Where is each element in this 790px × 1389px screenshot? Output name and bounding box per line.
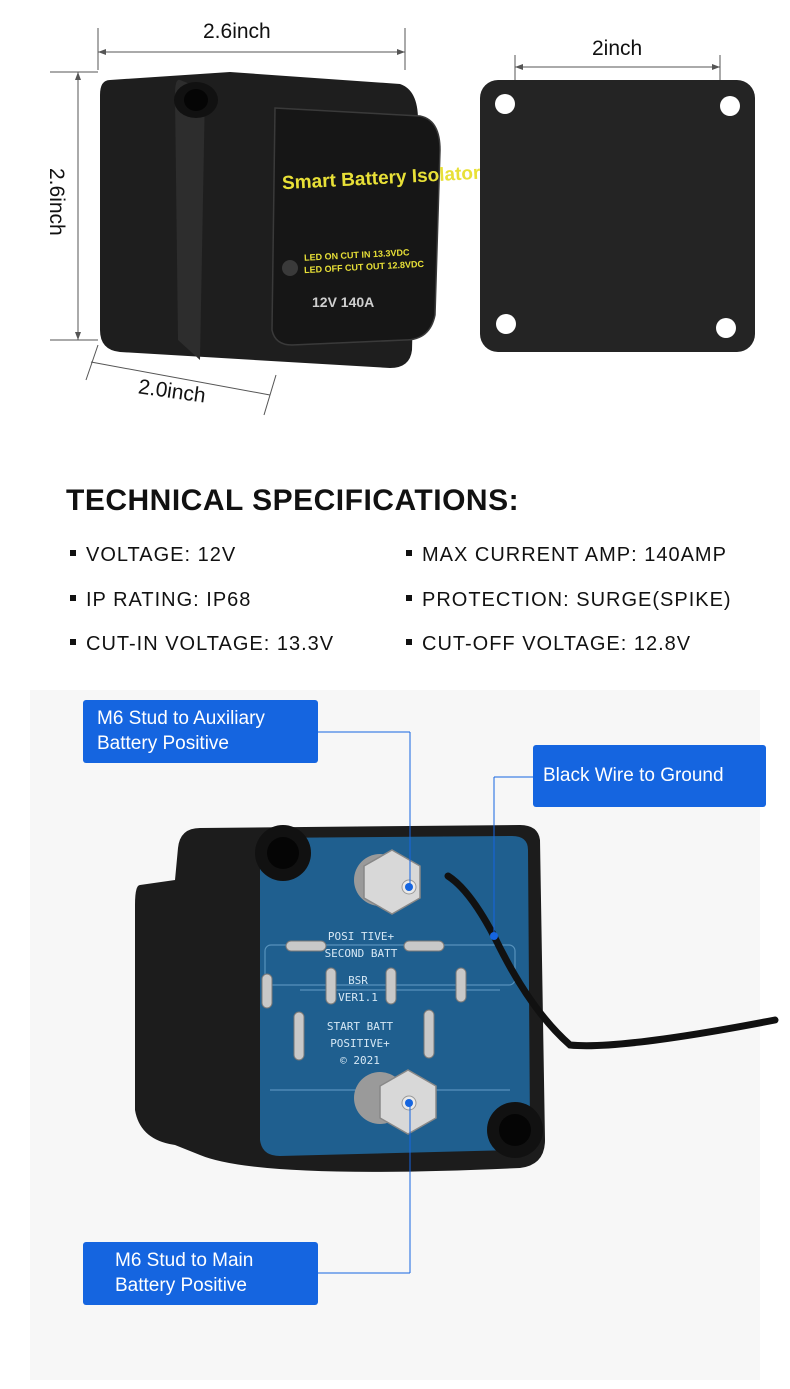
callout-main-battery: M6 Stud to Main Battery Positive bbox=[83, 1242, 318, 1305]
pcb-silkscreen-center: BSR VER1.1 bbox=[338, 972, 378, 1006]
pcb-text-start-batt: START BATT bbox=[326, 1020, 394, 1033]
pcb-text-positive: POSI TIVE+ bbox=[327, 930, 395, 943]
bullet-icon bbox=[70, 549, 76, 556]
spec-voltage: VOLTAGE: 12V bbox=[70, 544, 236, 567]
spec-cut-off: CUT-OFF VOLTAGE: 12.8V bbox=[406, 633, 691, 656]
pcb-text-bsr: BSR bbox=[348, 974, 368, 987]
callout-main-line1: M6 Stud to Main bbox=[115, 1250, 254, 1271]
pcb-silkscreen: POSI TIVE+ SECOND BATT bbox=[322, 928, 400, 962]
device-dimension-diagram bbox=[50, 28, 755, 416]
callout-aux-line1: M6 Stud to Auxiliary bbox=[97, 708, 265, 729]
bullet-icon bbox=[406, 638, 412, 645]
bullet-icon bbox=[406, 549, 412, 556]
pcb-text-second-batt: SECOND BATT bbox=[324, 947, 398, 960]
open-device-diagram bbox=[135, 731, 779, 1274]
spec-protection: PROTECTION: SURGE(SPIKE) bbox=[406, 589, 732, 612]
pcb-silkscreen-lower: START BATT POSITIVE+ © 2021 bbox=[322, 1018, 398, 1069]
spec-cut-in: CUT-IN VOLTAGE: 13.3V bbox=[70, 633, 334, 656]
spec-max-current: MAX CURRENT AMP: 140AMP bbox=[406, 544, 727, 567]
height-dimension-label: 2.6inch bbox=[45, 168, 68, 236]
spec-ip-rating: IP RATING: IP68 bbox=[70, 589, 251, 612]
spec-heading: TECHNICAL SPECIFICATIONS: bbox=[66, 484, 520, 517]
callout-aux-line2: Battery Positive bbox=[97, 733, 229, 754]
callout-main-line2: Battery Positive bbox=[115, 1275, 247, 1296]
bullet-icon bbox=[70, 638, 76, 645]
device-rating: 12V 140A bbox=[312, 294, 375, 310]
width-dimension-label: 2.6inch bbox=[203, 20, 271, 43]
pcb-text-positive-lower: POSITIVE+ bbox=[330, 1037, 390, 1050]
callout-ground-wire: Black Wire to Ground bbox=[533, 745, 766, 807]
callout-aux-battery: M6 Stud to Auxiliary Battery Positive bbox=[83, 700, 318, 763]
pcb-text-copyright: © 2021 bbox=[340, 1054, 380, 1067]
bullet-icon bbox=[406, 594, 412, 601]
pcb-text-version: VER1.1 bbox=[338, 991, 378, 1004]
plate-width-dimension-label: 2inch bbox=[592, 37, 643, 60]
bullet-icon bbox=[70, 594, 76, 601]
